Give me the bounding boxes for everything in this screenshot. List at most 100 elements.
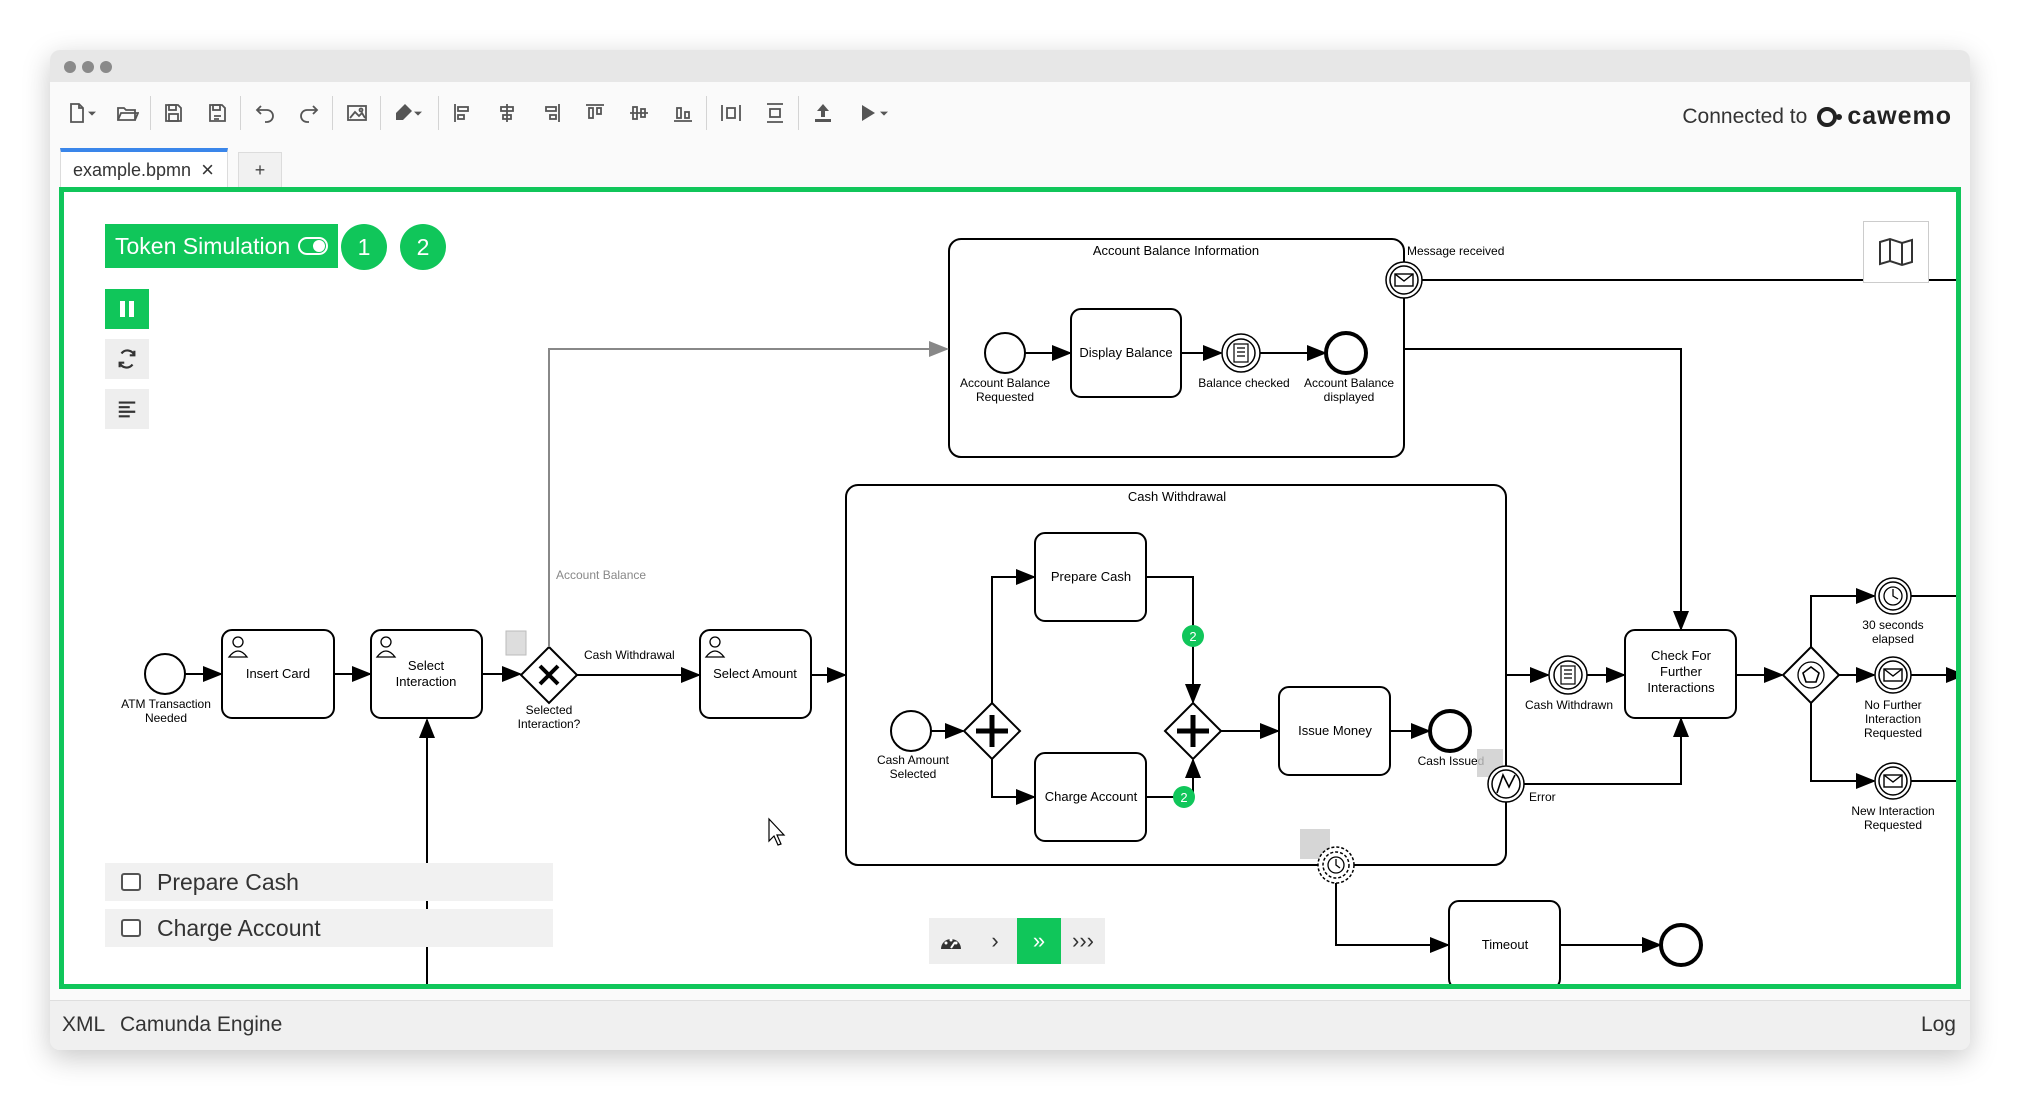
new-file-dropdown-icon[interactable] <box>84 96 100 130</box>
flow-account-balance-label: Account Balance <box>556 568 646 582</box>
bpmn-canvas[interactable]: Account Balance Information Message rece… <box>59 187 1961 989</box>
align-right-icon[interactable] <box>534 96 568 130</box>
connection-status[interactable]: Connected to cawemo <box>1682 102 1952 131</box>
save-as-icon[interactable] <box>200 96 234 130</box>
thirty-label-1: 30 seconds <box>1862 618 1923 632</box>
xml-tab[interactable]: XML <box>62 1013 106 1036</box>
distribute-horizontal-icon[interactable] <box>714 96 748 130</box>
token-counter-1[interactable]: 1 <box>341 224 387 270</box>
nf-label-2: Interaction <box>1865 712 1921 726</box>
color-dropdown-icon[interactable] <box>410 96 426 130</box>
atm-transaction-start-event[interactable] <box>144 653 186 695</box>
event-based-gateway[interactable] <box>1781 645 1841 705</box>
pause-icon <box>120 301 134 317</box>
open-file-icon[interactable] <box>110 96 144 130</box>
minimap-toggle-button[interactable] <box>1863 221 1929 283</box>
engine-tab[interactable]: Camunda Engine <box>120 1013 283 1036</box>
message-received-label: Message received <box>1407 244 1504 258</box>
timeout-label: Timeout <box>1482 937 1529 952</box>
window-dot-minimize[interactable] <box>82 61 94 73</box>
cash-issued-end-event[interactable] <box>1428 709 1472 753</box>
pentagon-icon <box>1802 666 1820 683</box>
speed-fastest-button[interactable]: ››› <box>1072 928 1094 953</box>
tab-bar: example.bpmn × + <box>50 146 1970 188</box>
cash-amount-selected-event[interactable] <box>890 710 932 752</box>
ni-label-2: Requested <box>1864 818 1922 832</box>
speed-fast-button[interactable]: » <box>1017 918 1061 964</box>
new-file-icon[interactable] <box>60 96 94 130</box>
toggle-on-icon <box>298 237 329 255</box>
gateway-label-2: Interaction? <box>518 717 581 731</box>
toolbar-separator <box>240 96 241 130</box>
token-simulation-toggle[interactable]: Token Simulation <box>105 224 339 268</box>
account-balance-displayed-event[interactable] <box>1324 331 1368 375</box>
bpmn-diagram: Account Balance Information Message rece… <box>121 238 1956 984</box>
flow-account-balance[interactable] <box>548 341 949 647</box>
align-middle-icon[interactable] <box>622 96 656 130</box>
toolbar-separator <box>150 96 151 130</box>
abd-label-1: Account Balance <box>1304 376 1394 390</box>
token-counter-2[interactable]: 2 <box>400 224 446 270</box>
balance-checked-label: Balance checked <box>1198 376 1289 390</box>
cawemo-logo: cawemo <box>1817 102 1952 131</box>
subprocess-2-label: Cash Withdrawal <box>1128 489 1226 504</box>
task-list-item[interactable]: Charge Account <box>105 909 553 947</box>
prepare-cash-label: Prepare Cash <box>1051 569 1131 584</box>
color-picker-icon[interactable] <box>386 96 420 130</box>
status-bar: XML Camunda Engine Log <box>50 1000 1970 1050</box>
align-top-icon[interactable] <box>578 96 612 130</box>
speed-gauge-button[interactable] <box>929 918 973 964</box>
pause-button[interactable] <box>105 289 149 329</box>
start-instance-icon[interactable] <box>850 96 884 130</box>
check-label-2: Further <box>1660 664 1703 679</box>
task-label: Prepare Cash <box>157 868 299 895</box>
new-tab-button[interactable]: + <box>238 152 282 188</box>
tab-example-bpmn[interactable]: example.bpmn × <box>60 148 228 188</box>
distribute-vertical-icon[interactable] <box>758 96 792 130</box>
account-balance-requested-event[interactable] <box>984 332 1026 374</box>
thirty-label-2: elapsed <box>1872 632 1914 646</box>
redo-icon[interactable] <box>292 96 326 130</box>
abr-label-2: Requested <box>976 390 1034 404</box>
subprocess-cash-withdrawal[interactable] <box>845 484 1507 866</box>
start-dropdown-icon[interactable] <box>876 96 892 130</box>
deploy-icon[interactable] <box>806 96 840 130</box>
log-button[interactable] <box>105 389 149 429</box>
align-bottom-icon[interactable] <box>666 96 700 130</box>
error-boundary-event[interactable] <box>1487 765 1525 803</box>
refresh-icon <box>118 349 136 369</box>
check-label-1: Check For <box>1651 648 1712 663</box>
nf-label-3: Requested <box>1864 726 1922 740</box>
parallel-plus-icon <box>976 715 1008 747</box>
log-toggle[interactable]: Log <box>1920 1013 1956 1036</box>
clock-icon <box>1327 856 1345 874</box>
timeout-end-event[interactable] <box>1659 923 1703 967</box>
window-dot-close[interactable] <box>64 61 76 73</box>
undo-icon[interactable] <box>248 96 282 130</box>
issue-money-label: Issue Money <box>1298 723 1372 738</box>
export-image-icon[interactable] <box>340 96 374 130</box>
reset-button[interactable] <box>105 339 149 379</box>
check-label-3: Interactions <box>1647 680 1715 695</box>
cash-issued-label: Cash Issued <box>1418 754 1485 768</box>
token-count-b: 2 <box>1180 790 1187 805</box>
abr-label-1: Account Balance <box>960 376 1050 390</box>
close-tab-icon[interactable]: × <box>201 157 214 182</box>
align-left-lines-icon <box>118 401 136 418</box>
align-left-icon[interactable] <box>446 96 480 130</box>
task-checkbox[interactable] <box>121 919 141 937</box>
cas-label-1: Cash Amount <box>877 753 950 767</box>
save-icon[interactable] <box>156 96 190 130</box>
clock-icon <box>1883 586 1903 606</box>
task-checkbox[interactable] <box>121 873 141 891</box>
window-dot-maximize[interactable] <box>100 61 112 73</box>
gateway-label-1: Selected <box>526 703 573 717</box>
user-task-icon <box>704 636 726 658</box>
select-interaction-label-1: Select <box>408 658 445 673</box>
connected-label: Connected to <box>1682 104 1808 128</box>
align-center-icon[interactable] <box>490 96 524 130</box>
speed-slow-button[interactable]: › <box>991 928 999 953</box>
user-task-icon <box>227 636 249 658</box>
flow-cash-withdrawal-label: Cash Withdrawal <box>584 648 675 662</box>
task-list-item[interactable]: Prepare Cash <box>105 863 553 901</box>
